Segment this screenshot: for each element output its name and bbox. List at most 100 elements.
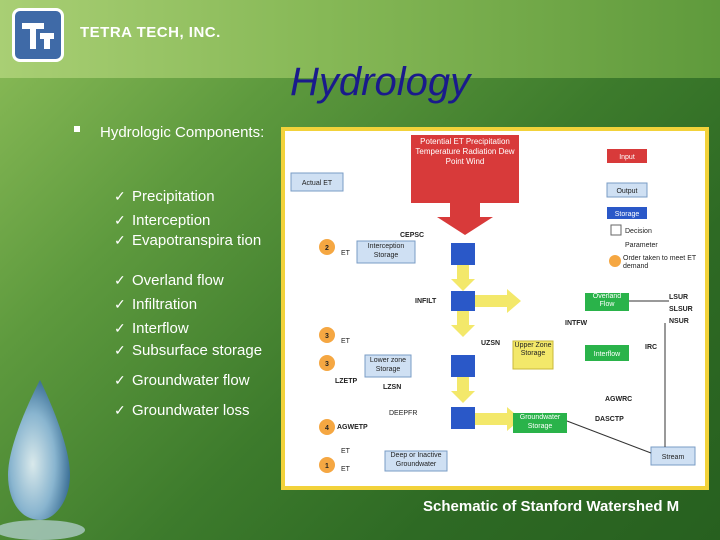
list-item: ✓ Precipitation xyxy=(114,188,282,214)
groundwater-storage-label: Groundwater Storage xyxy=(519,414,561,430)
list-item-text: Interflow xyxy=(132,320,189,337)
slsur-label: SLSUR xyxy=(669,306,693,313)
agwetp-label: AGWETP xyxy=(337,424,368,431)
stream-label: Stream xyxy=(662,454,685,461)
list-item-text: Groundwater loss xyxy=(132,402,250,419)
actual-et-label: Actual ET xyxy=(302,180,333,187)
legend-storage-label: Storage xyxy=(615,211,640,218)
legend-output-label: Output xyxy=(616,188,637,195)
components-list: ✓ Precipitation ✓ Interception ✓ Evapotr… xyxy=(114,188,282,430)
list-item-text: Infiltration xyxy=(132,296,198,313)
order-badge-number: 4 xyxy=(325,425,329,432)
order-badge xyxy=(319,355,335,371)
deep-groundwater-box xyxy=(384,450,448,472)
nsur-label: NSUR xyxy=(669,318,689,325)
tetra-tech-logo xyxy=(12,8,64,62)
flow-arrow-icon xyxy=(475,407,521,431)
intfw-label: INTFW xyxy=(565,320,588,327)
et-label: ET xyxy=(341,448,351,455)
legend-input-box xyxy=(607,149,647,163)
legend-decision-icon xyxy=(610,224,622,236)
upper-zone-box xyxy=(512,340,554,370)
surface-store-icon xyxy=(451,291,475,311)
flow-arrow-icon xyxy=(451,265,475,291)
list-item-text: Precipitation xyxy=(132,188,215,205)
legend-storage-box xyxy=(607,207,647,219)
groundwater-store-icon xyxy=(451,407,475,429)
main-bullet-text: Hydrologic Components: xyxy=(100,124,265,141)
list-item-text: Evapotranspira tion xyxy=(132,232,262,249)
interception-store-icon xyxy=(451,243,475,265)
lower-zone-box xyxy=(364,354,412,378)
company-name: TETRA TECH, INC. xyxy=(80,24,221,41)
et-label: ET xyxy=(341,466,351,473)
check-icon: ✓ xyxy=(114,212,126,228)
bullet-square-icon xyxy=(74,126,80,132)
check-icon: ✓ xyxy=(114,296,126,312)
slide-title: Hydrology xyxy=(290,60,471,104)
list-item: ✓ Subsurface storage xyxy=(114,342,282,374)
interception-storage-label: Interception Storage xyxy=(367,243,405,259)
actual-et-box xyxy=(290,172,344,192)
interception-storage-box xyxy=(356,240,416,264)
overland-flow-box xyxy=(585,293,629,311)
check-icon: ✓ xyxy=(114,320,126,336)
check-icon: ✓ xyxy=(114,402,126,418)
order-badge-number: 3 xyxy=(325,333,329,340)
list-item: ✓ Infiltration xyxy=(114,296,282,322)
list-item: ✓ Evapotranspira tion xyxy=(114,232,282,274)
legend-param-label: Parameter xyxy=(625,242,658,249)
lower-zone-label: Lower zone Storage xyxy=(369,357,407,373)
legend-decision-label: Decision xyxy=(625,228,652,235)
deep-groundwater-label: Deep or Inactive Groundwater xyxy=(390,452,442,468)
uzsn-label: UZSN xyxy=(481,340,500,347)
list-item: ✓ Overland flow xyxy=(114,272,282,298)
dasctp-label: DASCTP xyxy=(595,416,624,423)
deepfr-label: DEEPFR xyxy=(389,410,417,417)
stream-box xyxy=(650,446,696,466)
upper-zone-label: Upper Zone Storage xyxy=(514,342,552,357)
list-item-text: Overland flow xyxy=(132,272,224,289)
list-item-text: Subsurface storage xyxy=(132,342,263,359)
check-icon: ✓ xyxy=(114,372,126,388)
infilt-label: INFILT xyxy=(415,298,437,305)
lower-zone-store-icon xyxy=(451,355,475,377)
legend-input-label: Input xyxy=(619,154,635,161)
water-drop-illustration xyxy=(0,380,85,540)
legend-output-box xyxy=(606,182,648,198)
interflow-label: Interflow xyxy=(594,351,621,358)
flow-arrow-icon xyxy=(475,289,521,313)
order-badge-number: 1 xyxy=(325,463,329,470)
check-icon: ✓ xyxy=(114,272,126,288)
flow-arrow-icon xyxy=(451,311,475,337)
order-badge xyxy=(319,327,335,343)
list-item: ✓ Groundwater flow xyxy=(114,372,282,404)
schematic-graphic: Potential ET Precipitation Temperature R… xyxy=(290,135,697,473)
overland-flow-label: Overland Flow xyxy=(592,293,622,308)
input-box-text: Potential ET Precipitation Temperature R… xyxy=(415,137,515,166)
logo-mark-icon xyxy=(22,23,54,49)
lzetp-label: LZETP xyxy=(335,378,357,385)
legend-order-icon xyxy=(609,255,621,267)
cepsc-label: CEPSC xyxy=(400,232,424,239)
check-icon: ✓ xyxy=(114,342,126,358)
order-badge xyxy=(319,419,335,435)
agwrc-label: AGWRC xyxy=(605,396,632,403)
legend-order-label: Order taken to meet ET demand xyxy=(623,255,697,270)
et-label: ET xyxy=(341,250,351,257)
diagram-caption: Schematic of Stanford Watershed M xyxy=(423,498,680,515)
irc-label: IRC xyxy=(645,344,657,351)
et-label: ET xyxy=(341,338,351,345)
list-item: ✓ Groundwater loss xyxy=(114,402,282,430)
stanford-watershed-schematic: Potential ET Precipitation Temperature R… xyxy=(281,127,709,490)
list-item-text: Interception xyxy=(132,212,211,229)
list-item-text: Groundwater flow xyxy=(132,372,250,389)
header-band xyxy=(0,0,720,78)
check-icon: ✓ xyxy=(114,188,126,204)
lzsn-label: LZSN xyxy=(383,384,401,391)
check-icon: ✓ xyxy=(114,232,126,248)
groundwater-storage-box xyxy=(513,413,567,433)
order-badge-number: 2 xyxy=(325,245,329,252)
order-badge-number: 3 xyxy=(325,361,329,368)
list-item: ✓ Interflow xyxy=(114,320,282,344)
